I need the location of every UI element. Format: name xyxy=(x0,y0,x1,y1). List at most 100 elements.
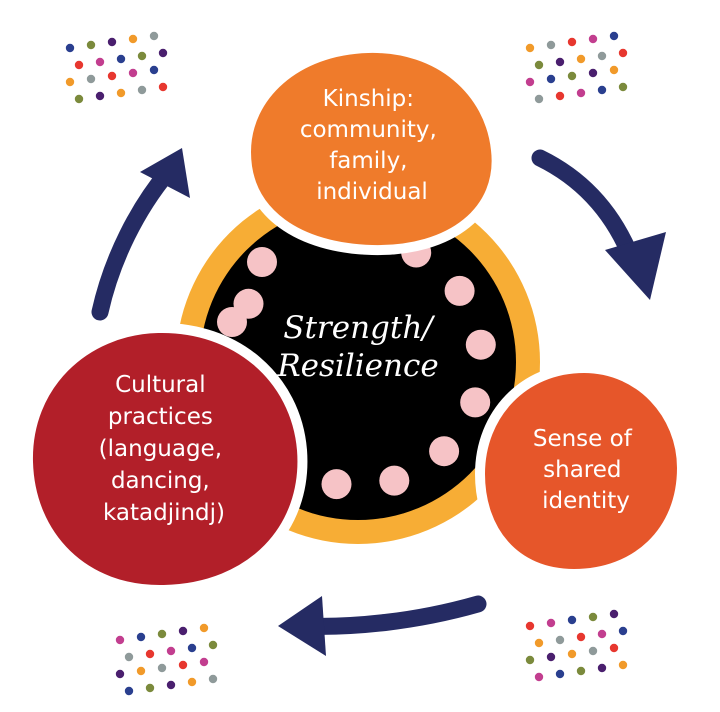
confetti-dot xyxy=(567,71,577,81)
confetti-dot xyxy=(609,609,619,619)
confetti-dot xyxy=(166,680,176,690)
identity-label-line-1: Sense of xyxy=(533,426,633,452)
culture-label-line-4: dancing, xyxy=(111,468,210,494)
confetti-dot xyxy=(65,43,75,53)
node-identity: Sense of shared identity xyxy=(474,362,688,580)
confetti-dot xyxy=(534,94,544,104)
confetti-dot xyxy=(136,632,146,642)
arrow-identity-to-culture xyxy=(278,595,487,656)
confetti-dot xyxy=(576,666,586,676)
confetti-dot xyxy=(534,60,544,70)
confetti-dot xyxy=(534,638,544,648)
confetti-dot xyxy=(149,31,159,41)
confetti-dot xyxy=(525,621,535,631)
confetti-dot xyxy=(95,91,105,101)
confetti-dot xyxy=(555,635,565,645)
confetti-dot xyxy=(158,82,168,92)
confetti-dot xyxy=(86,40,96,50)
confetti-dot xyxy=(618,48,628,58)
identity-circle xyxy=(474,362,688,580)
confetti-dot xyxy=(199,657,209,667)
confetti-dot xyxy=(65,77,75,87)
confetti-dot xyxy=(208,674,218,684)
confetti-dot xyxy=(208,640,218,650)
confetti-dot xyxy=(567,649,577,659)
confetti-dot xyxy=(609,643,619,653)
confetti-dot xyxy=(525,77,535,87)
kinship-label-line-4: individual xyxy=(316,179,428,205)
confetti-dot xyxy=(74,60,84,70)
confetti-dot xyxy=(576,54,586,64)
confetti-dot xyxy=(525,43,535,53)
culture-label-line-5: katadjindj) xyxy=(103,500,225,526)
confetti-dot xyxy=(95,57,105,67)
confetti-dot xyxy=(136,666,146,676)
confetti-dot xyxy=(116,88,126,98)
confetti-dot xyxy=(567,37,577,47)
confetti-dot xyxy=(576,88,586,98)
confetti-dot xyxy=(576,632,586,642)
confetti-dot xyxy=(128,68,138,78)
confetti-dot xyxy=(145,649,155,659)
confetti-dot xyxy=(157,663,167,673)
core-dot xyxy=(429,436,460,467)
culture-circle xyxy=(22,322,308,596)
confetti-dot xyxy=(597,85,607,95)
identity-label-line-2: shared xyxy=(543,457,621,483)
core-dot xyxy=(444,275,475,306)
confetti-dot xyxy=(149,65,159,75)
kinship-circle xyxy=(240,42,502,256)
confetti-dot xyxy=(609,31,619,41)
kinship-label-line-2: community, xyxy=(300,117,437,143)
culture-label-line-2: practices xyxy=(108,404,213,430)
core-dot xyxy=(321,469,352,500)
node-kinship: Kinship: community, family, individual xyxy=(240,42,502,256)
center-title-line-2: Resilience xyxy=(276,348,438,384)
confetti-dot xyxy=(107,37,117,47)
confetti-dot xyxy=(187,677,197,687)
core-dot xyxy=(247,247,277,277)
confetti-dot xyxy=(546,74,556,84)
confetti-dot xyxy=(618,626,628,636)
confetti-dot xyxy=(137,51,147,61)
confetti-dot xyxy=(555,91,565,101)
core-dot xyxy=(379,465,410,496)
confetti-dot xyxy=(145,683,155,693)
confetti-dot xyxy=(597,51,607,61)
confetti-dot xyxy=(588,646,598,656)
confetti-dot xyxy=(187,643,197,653)
confetti-dot xyxy=(597,663,607,673)
culture-label-line-1: Cultural xyxy=(115,372,206,398)
kinship-label-line-1: Kinship: xyxy=(323,86,414,112)
confetti-dot xyxy=(555,669,565,679)
confetti-dots-bottom-right xyxy=(525,609,628,682)
confetti-dot xyxy=(546,40,556,50)
arrow-kinship-to-identity xyxy=(531,149,666,300)
confetti-dot xyxy=(534,672,544,682)
confetti-dot xyxy=(546,652,556,662)
confetti-dot xyxy=(555,57,565,67)
core-dot xyxy=(465,329,496,360)
confetti-dot xyxy=(588,68,598,78)
confetti-dot xyxy=(115,635,125,645)
identity-label: Sense of shared identity xyxy=(533,426,639,514)
confetti-dot xyxy=(115,669,125,679)
confetti-dot xyxy=(597,629,607,639)
arrow-culture-to-kinship xyxy=(91,148,190,321)
confetti-dot xyxy=(567,615,577,625)
identity-label-line-3: identity xyxy=(542,488,630,514)
confetti-dot xyxy=(158,48,168,58)
kinship-label: Kinship: community, family, individual xyxy=(300,86,444,205)
confetti-dot xyxy=(74,94,84,104)
confetti-dot xyxy=(124,652,134,662)
confetti-dot xyxy=(116,54,126,64)
kinship-label-line-3: family, xyxy=(329,148,407,174)
confetti-dot xyxy=(609,65,619,75)
confetti-dot xyxy=(199,623,209,633)
confetti-dot xyxy=(546,618,556,628)
confetti-dot xyxy=(618,82,628,92)
confetti-dots-bottom-left xyxy=(115,623,218,696)
confetti-dot xyxy=(124,686,134,696)
